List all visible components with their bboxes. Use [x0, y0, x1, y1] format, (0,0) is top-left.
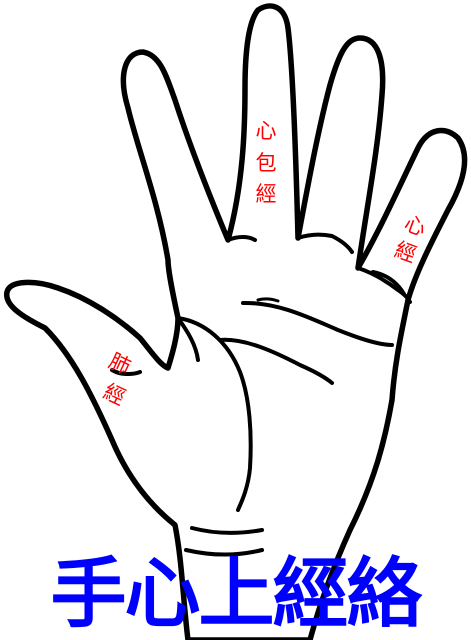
thumb-knuckle-line — [110, 368, 142, 377]
wrist-crease-lower — [184, 548, 264, 557]
head-line — [218, 337, 334, 385]
life-line — [176, 316, 253, 512]
label-char: 心 — [256, 119, 277, 143]
finger-gap-index-middle — [226, 235, 257, 242]
hand-outline — [4, 3, 468, 640]
label-char: 經 — [256, 182, 277, 206]
thumb-palm-junction — [176, 316, 200, 362]
page-title: 手心上經絡 — [50, 549, 423, 638]
minor-crease — [256, 297, 280, 303]
finger-gap-middle-ring — [296, 232, 354, 254]
wrist-crease-upper — [190, 526, 264, 535]
heart-line — [241, 300, 394, 347]
pericardium-meridian-label: 心 包 經 — [256, 119, 277, 206]
ring-base-line — [371, 270, 406, 296]
finger-gap-ring-pinky — [356, 266, 412, 304]
label-char: 包 — [256, 151, 277, 175]
